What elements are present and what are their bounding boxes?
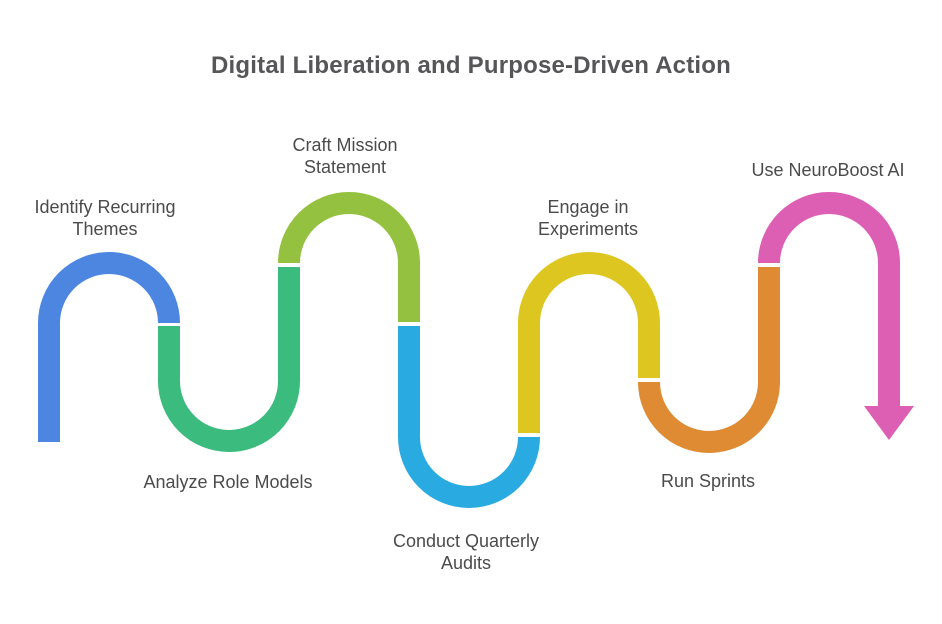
- segment-craft-mission-statement: [278, 192, 420, 322]
- step-label-run-sprints: Run Sprints: [660, 471, 756, 491]
- step-label-identify-recurring-themes: Identify Recurring Themes: [34, 197, 176, 239]
- step-label-craft-mission-statement: Craft Mission Statement: [292, 135, 398, 177]
- segment-engage-in-experiments: [518, 252, 660, 433]
- down-arrow-icon: [864, 406, 914, 440]
- step-label-use-neuroboost-ai: Use NeuroBoost AI: [751, 160, 905, 180]
- segment-conduct-quarterly-audits: [398, 326, 540, 508]
- segment-run-sprints: [638, 267, 780, 453]
- segment-identify-recurring-themes: [38, 252, 180, 442]
- step-label-engage-in-experiments: Engage in Experiments: [537, 197, 639, 239]
- segment-analyze-role-models: [158, 267, 300, 452]
- step-label-analyze-role-models: Analyze Role Models: [143, 472, 313, 492]
- step-label-conduct-quarterly-audits: Conduct Quarterly Audits: [392, 531, 540, 573]
- page-title: Digital Liberation and Purpose-Driven Ac…: [211, 52, 731, 79]
- segment-use-neuroboost-ai: [758, 192, 900, 406]
